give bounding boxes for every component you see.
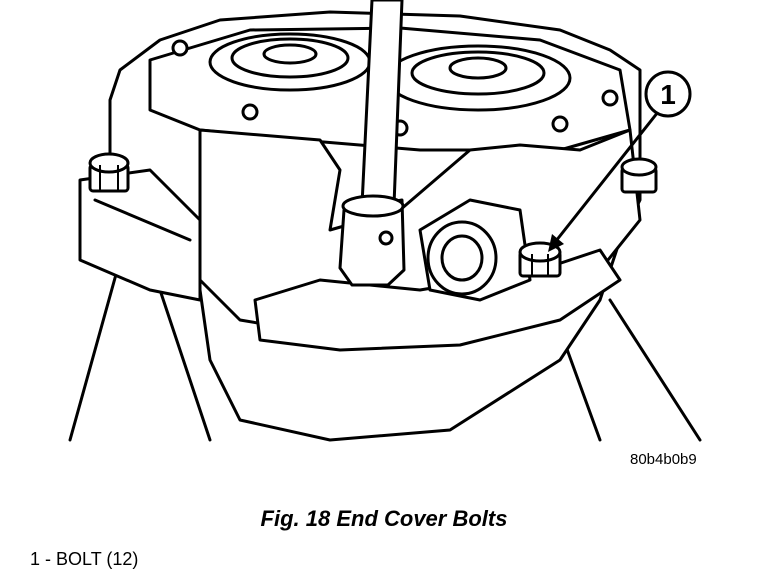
callout-leader: [550, 110, 660, 248]
socket-extension-tool: [338, 0, 406, 287]
callout-circle: [644, 70, 692, 118]
left-bolt: [88, 152, 130, 193]
callout-number: 1: [660, 79, 676, 110]
end-cover-illustration: 1: [68, 0, 702, 442]
figure-caption: Fig. 18 End Cover Bolts: [260, 506, 508, 531]
left-flange: [78, 168, 202, 302]
image-code: 80b4b0b9: [630, 451, 697, 468]
far-right-bolt: [620, 157, 658, 194]
end-cover-bolt: [518, 241, 562, 278]
shift-rail-boss: [418, 198, 532, 302]
right-bearing-bore: [384, 44, 572, 112]
legend-item: 1 - BOLT (12): [30, 549, 139, 569]
case-left-leg: [68, 258, 212, 442]
left-bearing-bore: [208, 32, 372, 92]
callout-arrowhead: [548, 234, 564, 252]
